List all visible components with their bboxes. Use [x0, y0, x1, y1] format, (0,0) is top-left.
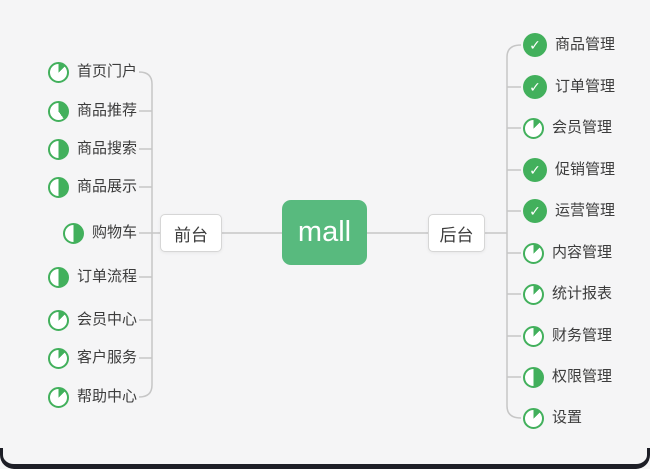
progress-pie-icon	[523, 325, 544, 347]
topic-label: 权限管理	[552, 368, 613, 385]
progress-pie-icon	[523, 366, 544, 388]
root-node-mall[interactable]: mall	[282, 200, 367, 265]
progress-pie-icon	[47, 176, 69, 198]
progress-pie-icon	[47, 309, 69, 331]
window-bottom-frame	[0, 448, 650, 469]
progress-pie-icon	[523, 283, 544, 305]
progress-pie-icon	[47, 266, 69, 288]
topic-label: 财务管理	[552, 327, 613, 344]
topic-item-promotion-mgmt[interactable]: 促销管理	[523, 157, 615, 183]
check-icon	[523, 158, 547, 182]
topic-label: 内容管理	[552, 244, 613, 261]
topic-item-help-center[interactable]: 帮助中心	[47, 384, 137, 410]
progress-pie-icon	[47, 138, 69, 160]
topic-label: 订单流程	[76, 268, 137, 285]
topic-label: 统计报表	[552, 285, 613, 302]
topic-item-settings[interactable]: 设置	[523, 405, 582, 431]
topic-item-member-mgmt[interactable]: 会员管理	[523, 115, 612, 141]
topic-label: 会员中心	[76, 311, 137, 328]
check-icon	[523, 33, 547, 57]
topic-item-content-mgmt[interactable]: 内容管理	[523, 240, 612, 266]
topic-label: 设置	[552, 409, 583, 426]
topic-item-product-mgmt[interactable]: 商品管理	[523, 32, 615, 58]
topic-label: 会员管理	[552, 119, 613, 136]
topic-label: 购物车	[91, 224, 137, 241]
topic-label: 促销管理	[555, 161, 616, 178]
progress-pie-icon	[47, 61, 69, 83]
progress-pie-icon	[523, 117, 544, 139]
topic-label: 帮助中心	[76, 388, 137, 405]
check-icon	[523, 199, 547, 223]
progress-pie-icon	[62, 222, 84, 244]
topic-item-order-flow[interactable]: 订单流程	[47, 264, 137, 290]
branch-node-backend[interactable]: 后台	[428, 214, 485, 252]
progress-pie-icon	[523, 242, 544, 264]
topic-label: 商品管理	[555, 36, 616, 53]
progress-pie-icon	[523, 407, 544, 429]
progress-pie-icon	[47, 386, 69, 408]
topic-item-finance-mgmt[interactable]: 财务管理	[523, 323, 612, 349]
topic-label: 首页门户	[76, 63, 137, 80]
topic-item-cart[interactable]: 购物车	[62, 220, 137, 246]
topic-item-permission-mgmt[interactable]: 权限管理	[523, 364, 612, 390]
topic-item-product-recommend[interactable]: 商品推荐	[47, 98, 137, 124]
topic-label: 商品搜索	[76, 140, 137, 157]
topic-item-member-center[interactable]: 会员中心	[47, 307, 137, 333]
check-icon	[523, 75, 547, 99]
topic-label: 订单管理	[555, 78, 616, 95]
topic-label: 运营管理	[555, 202, 616, 219]
progress-pie-icon	[47, 100, 69, 122]
progress-pie-icon	[47, 347, 69, 369]
topic-item-customer-service[interactable]: 客户服务	[47, 345, 137, 371]
branch-node-frontend[interactable]: 前台	[160, 214, 222, 252]
topic-item-order-mgmt[interactable]: 订单管理	[523, 74, 615, 100]
topic-item-product-display[interactable]: 商品展示	[47, 174, 137, 200]
topic-item-statistics-report[interactable]: 统计报表	[523, 281, 612, 307]
topic-item-product-search[interactable]: 商品搜索	[47, 136, 137, 162]
topic-item-homepage-portal[interactable]: 首页门户	[47, 59, 137, 85]
topic-item-operation-mgmt[interactable]: 运营管理	[523, 198, 615, 224]
topic-label: 商品展示	[76, 178, 137, 195]
topic-label: 商品推荐	[76, 102, 137, 119]
topic-label: 客户服务	[76, 349, 137, 366]
